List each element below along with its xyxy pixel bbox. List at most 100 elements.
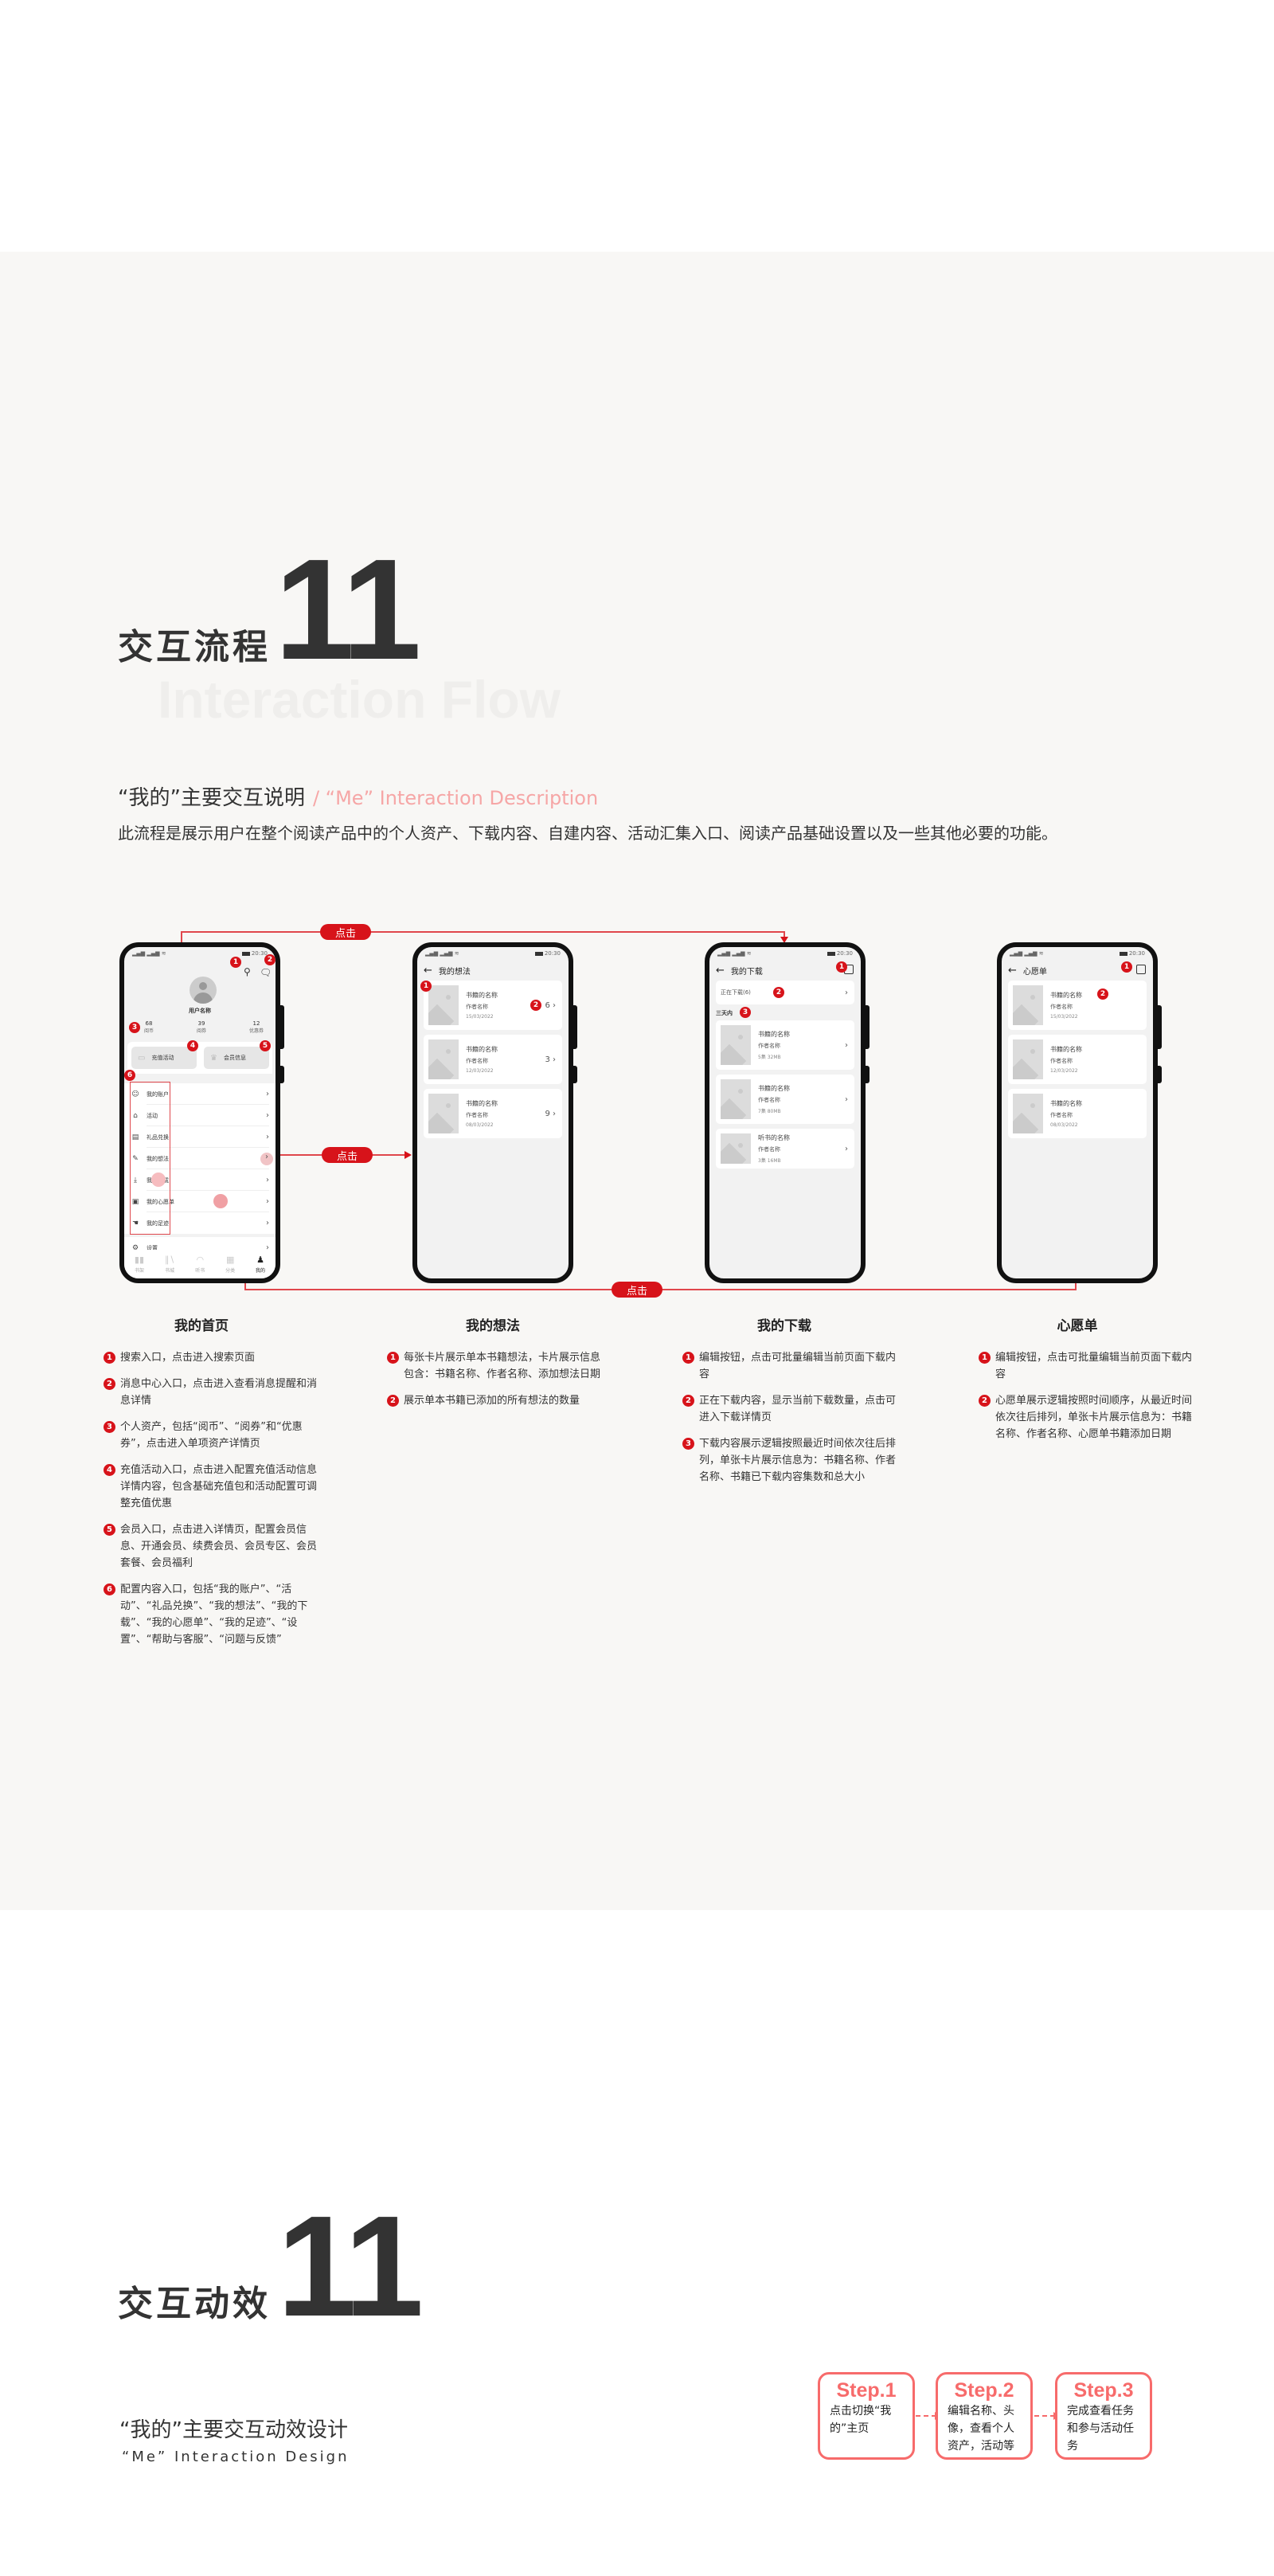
person-icon: ♟ [256, 1255, 264, 1265]
tab-bookstore[interactable]: ∥∖书城 [164, 1255, 175, 1274]
arrow-icon [780, 937, 788, 943]
phone-side-button [866, 1066, 870, 1083]
connector-line [181, 931, 784, 933]
username: 用户名称 [189, 1008, 211, 1014]
footprint-icon: ☚ [131, 1219, 139, 1227]
wallet-icon: ▭ [138, 1053, 146, 1063]
thought-count: 6 › [545, 1000, 556, 1010]
status-bar: ▂▄▆ ▂▄▆ ≋20:30 [1010, 950, 1145, 957]
menu-item-footprint[interactable]: ☚我的足迹› [131, 1219, 269, 1227]
library-icon: ∥∖ [164, 1255, 175, 1265]
download-icon: ⤓ [134, 1176, 137, 1184]
chevron-right-icon: › [266, 1219, 269, 1227]
chevron-right-icon: › [845, 1094, 848, 1104]
status-bar: ▂▄▆ ▂▄▆ ≋20:30 [124, 947, 276, 960]
screen-title: 心愿单 [1057, 1318, 1098, 1334]
chevron-right-icon: › [845, 1144, 848, 1153]
battery-icon [1119, 951, 1127, 956]
status-bar: ▂▄▆ ▂▄▆ ≋20:30 [425, 950, 561, 957]
menu-item-wishlist[interactable]: ▣我的心愿单› [124, 1191, 276, 1212]
section-number: 11 [275, 530, 421, 690]
section2-number: 11 [277, 2186, 424, 2347]
tab-audiobook[interactable]: ◠听书 [195, 1255, 205, 1274]
highlight-box [130, 1082, 170, 1235]
section2-subtitle-en: “Me” Interaction Design [122, 2449, 350, 2465]
book-cover-placeholder [1013, 1039, 1043, 1079]
downloading-row[interactable]: 正在下载(6)2› [716, 981, 854, 1004]
avatar[interactable] [190, 977, 217, 1004]
signal-icon: ▂▄▆ ▂▄▆ ≋ [132, 950, 166, 957]
menu-item-account[interactable]: ☺我的账户› [124, 1083, 276, 1105]
section2-title: 交互动效 [118, 2284, 271, 2324]
dashed-arrow-icon [916, 2412, 941, 2420]
menu-item-settings[interactable]: ⚙设置› [131, 1243, 269, 1252]
search-icon[interactable]: ⚲ [244, 966, 251, 977]
menu-item-downloads[interactable]: ⤓我的下载› [124, 1169, 276, 1191]
edit-icon[interactable] [1136, 965, 1146, 974]
page-title: 我的想法 [438, 967, 471, 977]
audio-cover-placeholder [721, 1133, 751, 1164]
gear-icon: ⚙ [131, 1243, 139, 1252]
nav-bar: ← 心愿单 [1002, 960, 1153, 981]
ticket-icon: ▤ [131, 1133, 139, 1141]
menu-item-activity[interactable]: ⌂活动› [124, 1105, 276, 1126]
chevron-right-icon: › [266, 1243, 269, 1252]
thought-count: 9 › [545, 1109, 556, 1118]
page-title: 心愿单 [1022, 967, 1047, 977]
message-icon[interactable]: 🗨 [260, 967, 272, 978]
bottom-tab-bar: ▮▮书架 ∥∖书城 ◠听书 ▦分类 ♟我的 [124, 1250, 276, 1278]
menu-item-thoughts[interactable]: ✎我的想法› [124, 1148, 276, 1169]
tab-category[interactable]: ▦分类 [225, 1255, 236, 1274]
chevron-right-icon: › [266, 1090, 269, 1098]
subtitle-en: / “Me” Interaction Description [312, 787, 599, 809]
wishlist-icon: ▣ [131, 1197, 139, 1206]
battery-icon [241, 951, 250, 956]
section2-subtitle: “我的”主要交互动效设计 [119, 2418, 348, 2442]
grid-icon: ▦ [225, 1255, 235, 1265]
menu-item-gift-redeem[interactable]: ▤礼品兑换› [124, 1126, 276, 1148]
page-title: 我的下载 [730, 967, 763, 977]
tab-bookshelf[interactable]: ▮▮书架 [134, 1255, 145, 1274]
back-arrow-icon[interactable]: ← [424, 964, 432, 977]
back-arrow-icon[interactable]: ← [716, 964, 725, 977]
tab-me[interactable]: ♟我的 [256, 1255, 266, 1274]
recharge-button[interactable]: ▭充值活动 [131, 1047, 197, 1069]
back-arrow-icon[interactable]: ← [1008, 964, 1017, 977]
click-tag: 点击 [322, 1147, 373, 1163]
dashed-arrow-icon [1034, 2412, 1060, 2420]
chevron-right-icon: › [266, 1197, 269, 1206]
phone-side-button [573, 1066, 577, 1083]
book-cover-placeholder [721, 1079, 751, 1119]
phone-side-button [280, 1005, 284, 1049]
member-button[interactable]: ♛会员信息 [204, 1047, 269, 1069]
